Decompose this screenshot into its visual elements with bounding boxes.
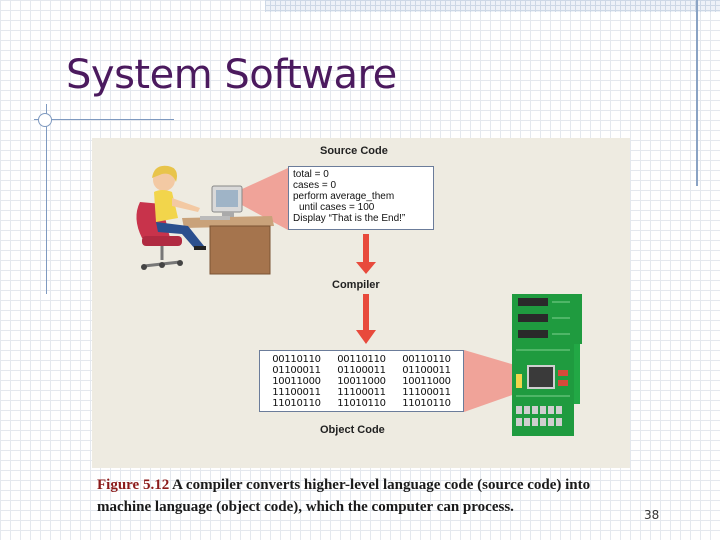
object-code-line: 11100011 bbox=[272, 387, 321, 398]
object-code-line: 01100011 bbox=[272, 365, 321, 376]
object-code-line: 11010110 bbox=[337, 398, 386, 409]
source-code-label: Source Code bbox=[320, 145, 388, 157]
source-line: total = 0 bbox=[293, 169, 329, 180]
object-code-column: 00110110 01100011 10011000 11100011 1101… bbox=[329, 354, 394, 409]
object-code-line: 11010110 bbox=[402, 398, 451, 409]
object-code-line: 10011000 bbox=[272, 376, 321, 387]
down-arrow-icon bbox=[356, 234, 376, 274]
source-line: Display “That is the End!” bbox=[293, 213, 406, 224]
object-code-box: 00110110 01100011 10011000 11100011 1101… bbox=[259, 350, 464, 412]
object-code-line: 00110110 bbox=[402, 354, 451, 365]
source-code-box: total = 0 cases = 0 perform average_them… bbox=[288, 166, 434, 230]
computer-monitor-icon bbox=[200, 185, 243, 220]
figure-caption: Figure 5.12 A compiler converts higher-l… bbox=[97, 474, 617, 518]
object-code-line: 00110110 bbox=[272, 354, 321, 365]
object-code-column: 00110110 01100011 10011000 11100011 1101… bbox=[264, 354, 329, 409]
object-code-line: 11100011 bbox=[337, 387, 386, 398]
figure-number: Figure 5.12 bbox=[97, 477, 170, 493]
desk-illustration bbox=[182, 216, 274, 275]
caption-text: A compiler converts higher-level languag… bbox=[97, 477, 591, 515]
decorative-right-rule bbox=[696, 0, 698, 186]
source-line: perform average_them bbox=[293, 191, 395, 202]
source-line: cases = 0 bbox=[293, 180, 337, 191]
object-code-line: 10011000 bbox=[337, 376, 386, 387]
compiler-label: Compiler bbox=[332, 279, 380, 291]
object-code-line: 00110110 bbox=[337, 354, 386, 365]
object-code-label: Object Code bbox=[320, 424, 385, 436]
slide-title: System Software bbox=[66, 52, 397, 98]
object-code-line: 11100011 bbox=[402, 387, 451, 398]
object-code-column: 00110110 01100011 10011000 11100011 1101… bbox=[394, 354, 459, 409]
decorative-horizontal-line bbox=[34, 119, 174, 120]
object-code-line: 01100011 bbox=[337, 365, 386, 376]
object-code-line: 11010110 bbox=[272, 398, 321, 409]
decorative-vertical-line bbox=[46, 104, 47, 294]
object-code-line: 10011000 bbox=[402, 376, 451, 387]
figure-illustration bbox=[136, 165, 582, 436]
decorative-circle bbox=[38, 113, 52, 127]
decorative-corner-band bbox=[265, 0, 720, 12]
page-number: 38 bbox=[644, 508, 660, 522]
source-line: until cases = 100 bbox=[299, 202, 375, 213]
compiler-figure: Source Code total = 0 cases = 0 perform … bbox=[92, 138, 630, 468]
down-arrow-icon bbox=[356, 294, 376, 344]
object-code-line: 01100011 bbox=[402, 365, 451, 376]
person-at-computer-icon bbox=[152, 165, 206, 250]
circuit-board-icon bbox=[512, 294, 582, 436]
source-beam bbox=[240, 168, 288, 230]
